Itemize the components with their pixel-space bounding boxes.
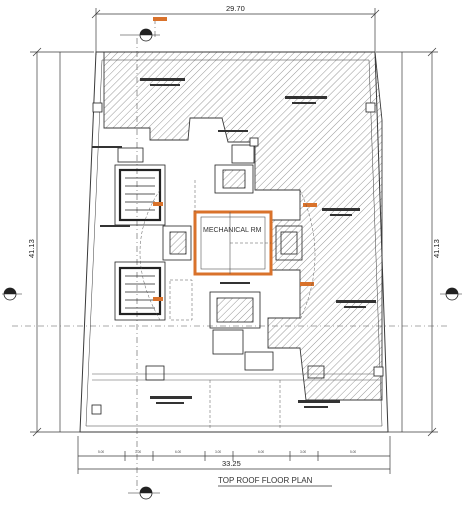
bottom-segment-4: 3.00 xyxy=(215,450,221,454)
bottom-width-label: 33.25 xyxy=(222,459,241,468)
bottom-segment-3: 6.00 xyxy=(175,450,181,454)
section-marker-top xyxy=(120,28,160,42)
stair-lower xyxy=(114,261,166,321)
bottom-segment-6: 3.00 xyxy=(300,450,306,454)
plan-title: TOP ROOF FLOOR PLAN xyxy=(218,476,313,485)
roof-outline xyxy=(79,51,389,433)
core-rooms xyxy=(145,144,325,381)
columns xyxy=(91,102,384,415)
note-blocks xyxy=(92,78,376,408)
bottom-segment-7: 5.00 xyxy=(350,450,356,454)
section-marker-bottom xyxy=(128,486,160,500)
mechanical-room xyxy=(193,210,273,276)
top-dimension xyxy=(91,8,380,55)
bottom-segment-1: 5.00 xyxy=(98,450,104,454)
left-height-label: 41.13 xyxy=(27,239,36,258)
parapet-lines xyxy=(92,373,380,381)
right-dimension xyxy=(376,47,438,437)
stair-upper xyxy=(114,147,166,226)
top-width-label: 29.70 xyxy=(226,4,245,13)
dashed-equipment xyxy=(139,180,316,430)
left-dimension xyxy=(30,47,94,437)
bottom-segment-2: 3.00 xyxy=(135,450,141,454)
bottom-dimension xyxy=(77,436,391,474)
bottom-segment-5: 6.00 xyxy=(258,450,264,454)
mechanical-room-label: MECHANICAL RM xyxy=(203,227,262,234)
orange-markers xyxy=(153,17,317,301)
section-marker-left xyxy=(2,287,22,301)
section-marker-right xyxy=(440,287,462,301)
right-height-label: 41.13 xyxy=(432,239,441,258)
